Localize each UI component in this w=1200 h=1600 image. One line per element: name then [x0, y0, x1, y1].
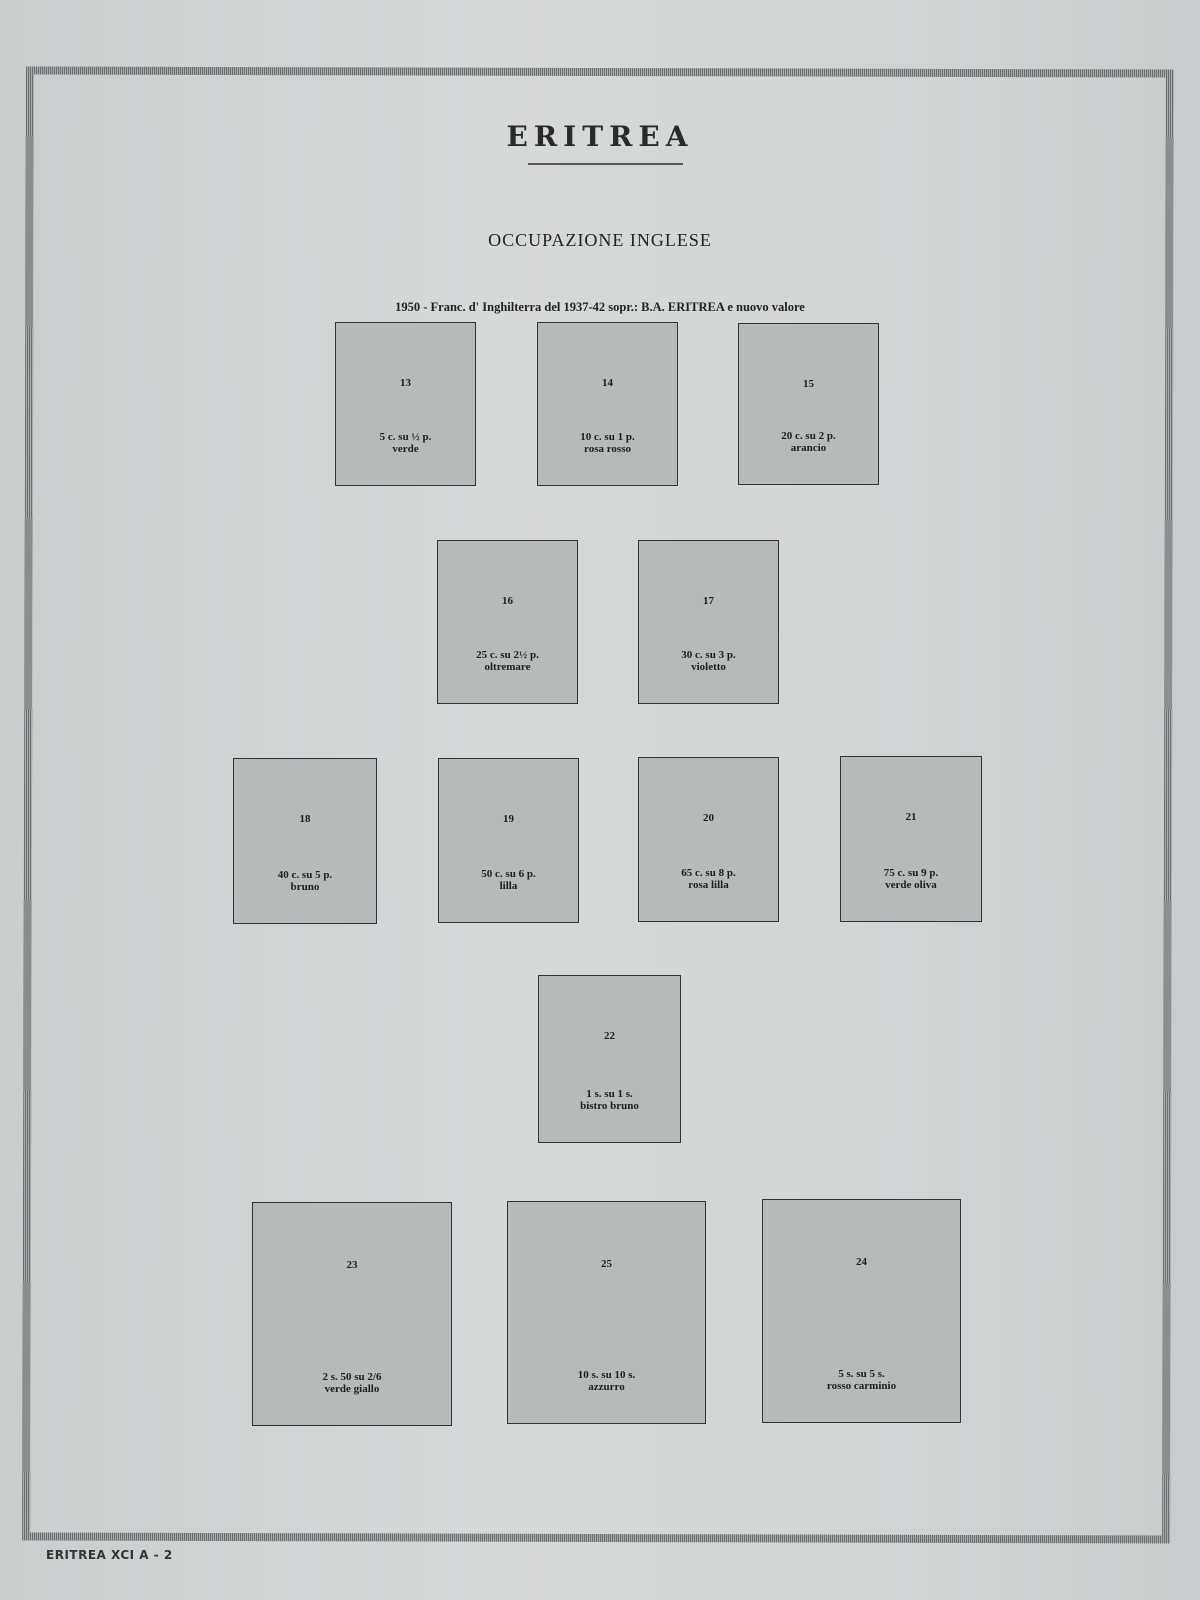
stamp-slot: 16 25 c. su 2½ p.oltremare [437, 540, 578, 704]
stamp-value: 5 c. su ½ p. [379, 431, 432, 443]
stamp-color: azzurro [588, 1381, 625, 1393]
stamp-value: 75 c. su 9 p. [883, 867, 939, 879]
stamp-number: 21 [905, 811, 917, 823]
stamp-number: 23 [346, 1259, 358, 1271]
title-ornament-divider [528, 163, 683, 165]
stamp-value: 30 c. su 3 p. [681, 649, 736, 661]
stamp-slot: 18 40 c. su 5 p.bruno [233, 758, 377, 924]
stamp-color: rosa lilla [688, 879, 729, 891]
stamp-color: rosso carminio [826, 1380, 897, 1392]
stamp-color: rosa rosso [584, 443, 631, 455]
stamp-value: 40 c. su 5 p. [277, 869, 333, 881]
stamp-number: 19 [503, 813, 514, 825]
stamp-number: 18 [299, 813, 311, 825]
stamp-color: violetto [691, 661, 726, 673]
stamp-value: 10 s. su 10 s. [577, 1369, 636, 1381]
stamp-slot: 22 1 s. su 1 s.bistro bruno [538, 975, 681, 1143]
stamp-number: 13 [400, 377, 411, 389]
page-title: ERITREA [506, 120, 694, 153]
stamp-number: 16 [502, 595, 513, 607]
page-footer-label: ERITREA XCI A - 2 [46, 1548, 173, 1562]
stamp-slot: 17 30 c. su 3 p.violetto [638, 540, 779, 704]
stamp-value: 2 s. 50 su 2/6 [322, 1371, 382, 1383]
stamp-number: 25 [601, 1258, 612, 1270]
stamp-slot: 14 10 c. su 1 p.rosa rosso [537, 322, 678, 486]
stamp-number: 20 [703, 812, 714, 824]
stamp-color: bistro bruno [580, 1100, 639, 1112]
stamp-color: lilla [499, 880, 518, 892]
stamp-number: 22 [604, 1030, 615, 1042]
stamp-value: 1 s. su 1 s. [586, 1088, 633, 1100]
stamp-value: 50 c. su 6 p. [481, 868, 536, 880]
stamp-number: 15 [803, 378, 814, 390]
stamp-value: 25 c. su 2½ p. [476, 649, 539, 661]
stamp-color: arancio [790, 442, 827, 454]
section-subtitle: OCCUPAZIONE INGLESE [488, 230, 712, 250]
stamp-slot: 25 10 s. su 10 s.azzurro [507, 1201, 706, 1424]
stamp-slot: 24 5 s. su 5 s.rosso carminio [762, 1199, 961, 1423]
stamp-slot: 19 50 c. su 6 p.lilla [438, 758, 579, 923]
stamp-slot: 15 20 c. su 2 p.arancio [738, 323, 879, 485]
stamp-value: 65 c. su 8 p. [681, 867, 736, 879]
stamp-slot: 20 65 c. su 8 p.rosa lilla [638, 757, 779, 922]
stamp-value: 10 c. su 1 p. [580, 431, 635, 443]
stamp-slot: 21 75 c. su 9 p.verde oliva [840, 756, 982, 922]
series-description: 1950 - Franc. d' Inghilterra del 1937-42… [395, 300, 805, 314]
stamp-number: 24 [856, 1256, 867, 1268]
stamp-color: oltremare [484, 661, 531, 673]
stamp-value: 20 c. su 2 p. [781, 430, 836, 442]
stamp-value: 5 s. su 5 s. [838, 1368, 885, 1380]
stamp-color: verde [392, 443, 419, 455]
stamp-number: 14 [602, 377, 613, 389]
stamp-color: verde giallo [324, 1383, 380, 1395]
stamp-color: verde oliva [885, 879, 937, 891]
stamp-number: 17 [703, 595, 714, 607]
stamp-slot: 13 5 c. su ½ p.verde [335, 322, 476, 486]
stamp-color: bruno [290, 881, 320, 893]
